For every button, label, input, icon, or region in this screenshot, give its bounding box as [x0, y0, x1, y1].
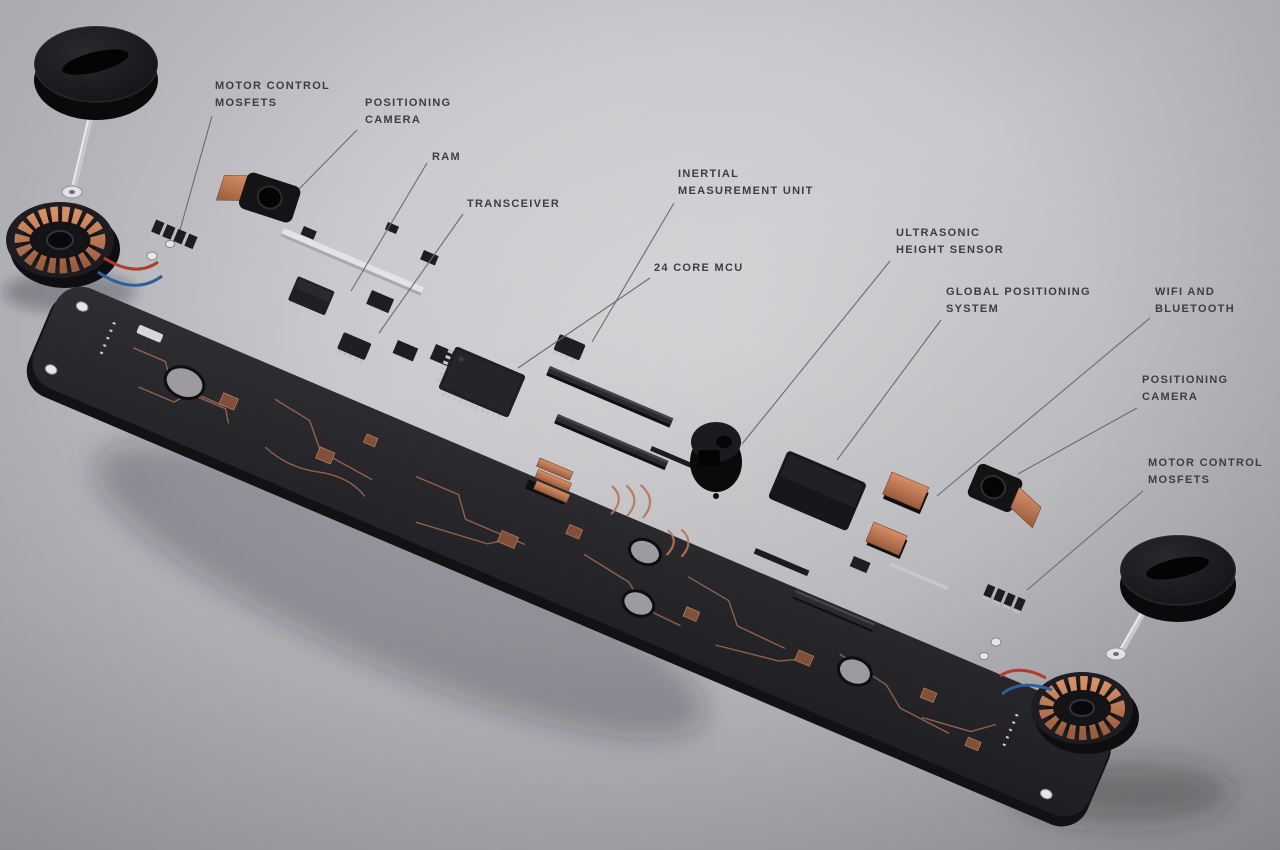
connector-bar	[792, 590, 876, 632]
mcu-chip	[434, 346, 526, 421]
small-chip	[366, 290, 395, 314]
silkscreen-marks	[1000, 713, 1019, 752]
pcb-board	[26, 286, 1113, 827]
positioning-camera-module-left	[215, 172, 301, 223]
label-inertial-measurement-unit: INERTIAL MEASUREMENT UNIT	[678, 168, 814, 198]
transceiver-chip	[337, 332, 371, 363]
label-motor-control-mosfets-left: MOTOR CONTROL MOSFETS	[215, 80, 331, 110]
label-positioning-camera-right: POSITIONING CAMERA	[1142, 374, 1229, 404]
label-ultrasonic-height-sensor: ULTRASONIC HEIGHT SENSOR	[896, 227, 1004, 257]
leader-line	[179, 115, 213, 231]
leader-line	[298, 129, 358, 190]
leader-line	[1017, 407, 1138, 475]
motor-assembly-left	[6, 25, 175, 288]
label-motor-control-mosfets-right: MOTOR CONTROL MOSFETS	[1148, 457, 1264, 487]
board-connector	[136, 325, 164, 343]
rotor-disc-left	[33, 25, 159, 120]
rotor-disc-right	[1119, 534, 1237, 622]
small-chip	[300, 226, 317, 240]
leader-line	[350, 162, 428, 292]
mosfets-chips-left	[149, 219, 199, 254]
wifi-bluetooth-module	[865, 471, 930, 559]
motor-stator-left	[6, 202, 120, 288]
label-global-positioning-system: GLOBAL POSITIONING SYSTEM	[946, 286, 1091, 316]
silkscreen-marks	[97, 321, 116, 360]
label-positioning-camera-left: POSITIONING CAMERA	[365, 97, 452, 127]
leader-line	[1026, 490, 1144, 591]
leader-line	[517, 277, 651, 369]
light-bar	[280, 228, 424, 296]
gps-module	[764, 451, 866, 531]
small-chip	[384, 222, 400, 235]
positioning-camera-module-right	[967, 463, 1042, 529]
leader-line	[836, 319, 942, 461]
connector-bar	[753, 548, 810, 577]
board-holes	[163, 365, 873, 687]
inductor-stack	[524, 457, 574, 505]
metal-rod	[888, 562, 949, 591]
label-transceiver: TRANSCEIVER	[467, 198, 561, 210]
leader-line	[936, 317, 1151, 497]
imu-chip	[553, 334, 586, 364]
copper-wire-curls	[610, 484, 690, 558]
leader-lines	[179, 115, 1151, 591]
ultrasonic-sensor	[690, 422, 742, 499]
leader-line	[741, 260, 891, 445]
motor-assembly-right	[979, 534, 1237, 754]
label-24-core-mcu: 24 CORE MCU	[654, 262, 744, 274]
motor-stator-right	[1031, 672, 1139, 754]
leader-line	[378, 213, 464, 334]
leader-line	[591, 202, 675, 343]
connector-bar	[546, 366, 674, 428]
small-chip	[849, 556, 871, 574]
small-chip	[392, 340, 419, 362]
connector-bar	[554, 414, 669, 471]
small-chip	[420, 249, 439, 266]
ram-chip	[288, 276, 335, 315]
label-wifi-and-bluetooth: WIFI AND BLUETOOTH	[1155, 286, 1235, 316]
mosfets-chips-right	[981, 584, 1027, 615]
onboard-ics	[218, 392, 982, 752]
label-ram: RAM	[432, 151, 461, 163]
